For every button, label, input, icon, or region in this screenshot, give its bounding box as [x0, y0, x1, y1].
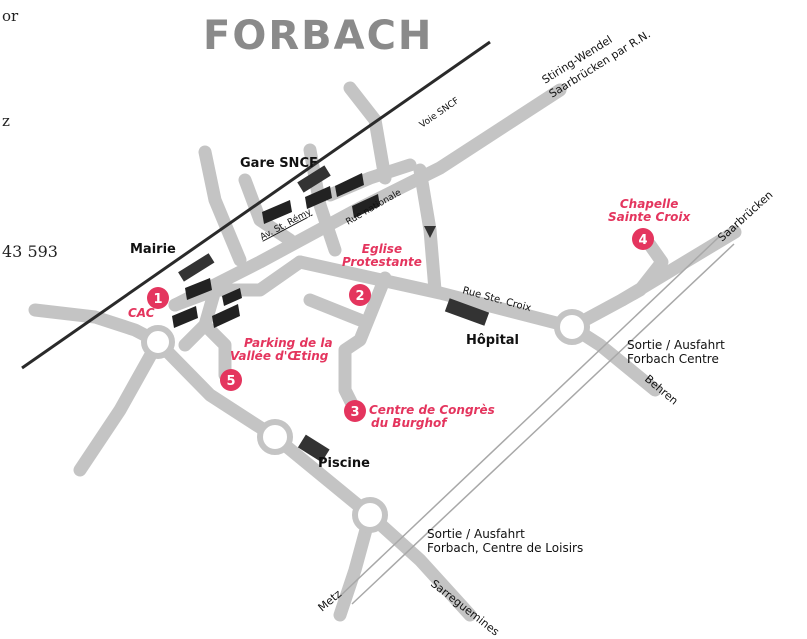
road-north-2 [238, 173, 297, 247]
roundabout-south [257, 419, 293, 455]
poi-name-1-line1: CAC [128, 306, 155, 320]
road-metz [333, 508, 377, 622]
roundabout-ste-croix [554, 309, 590, 345]
label-sortie-loisirs-2: Forbach, Centre de Loisirs [427, 541, 584, 555]
poi-name-2-line1: Eglise [361, 242, 403, 256]
road-congres-2 [303, 293, 367, 327]
building-hopital [444, 298, 490, 326]
poi-marker-5: 5 [220, 369, 242, 391]
poi-name-1: CAC [128, 306, 155, 320]
roundabout-west [141, 325, 175, 359]
poi-marker-3: 3 [344, 400, 366, 422]
road-south [151, 335, 477, 622]
parking-arrow-1 [262, 200, 292, 224]
edge-text-3: 43 593 [2, 242, 58, 261]
building-gare-sncf [297, 165, 331, 193]
label-piscine: Piscine [318, 456, 370, 471]
poi-name-4: Chapelle Sainte Croix [608, 197, 691, 225]
label-hopital: Hôpital [466, 333, 520, 348]
road-mairie-3 [198, 318, 232, 382]
poi-name-2: Eglise Protestante [342, 242, 422, 270]
road-network [28, 81, 742, 622]
label-gare-sncf: Gare SNCF [240, 156, 318, 171]
road-north-1 [198, 145, 247, 267]
parking-arrow-2 [305, 186, 332, 209]
road-north-3 [303, 143, 342, 257]
poi-name-4-line2: Sainte Croix [608, 210, 691, 225]
parking-arrow-6 [172, 306, 198, 328]
roundabouts [141, 309, 590, 533]
poi-name-2-line2: Protestante [342, 255, 422, 270]
motorway-edge-a [337, 235, 721, 599]
poi-name-5-line1: Parking de la [244, 336, 333, 350]
edge-text-1: or [2, 7, 19, 25]
motorway-edge-b [351, 243, 735, 605]
road-southwest [73, 335, 165, 477]
poi-number-3: 3 [350, 405, 359, 420]
road-northeast [343, 81, 392, 185]
building-piscine [297, 434, 330, 463]
label-sortie-centre-1: Sortie / Ausfahrt [627, 338, 725, 352]
parking-arrow-3 [335, 173, 364, 197]
poi-number-1: 1 [153, 292, 162, 307]
label-mairie: Mairie [130, 242, 176, 257]
poi-name-3-line2: du Burghof [371, 416, 447, 431]
motorway [337, 235, 735, 605]
building-mairie [178, 253, 215, 282]
label-sortie-loisirs-1: Sortie / Ausfahrt [427, 527, 525, 541]
poi-name-3: Centre de Congrès du Burghof [369, 403, 495, 431]
label-sarreguemines: Sarreguemines [428, 577, 502, 639]
poi-marker-1: 1 [147, 287, 169, 309]
road-chapelle [615, 238, 669, 307]
poi-name-3-line1: Centre de Congrès [369, 403, 495, 417]
label-saarbrucken: Saarbrücken [715, 188, 775, 244]
map-title: FORBACH [203, 13, 434, 59]
edge-text-2: z [2, 112, 10, 130]
parking-arrow-8 [222, 288, 242, 306]
poi-name-5-line2: Vallée d'Œting [230, 349, 329, 364]
poi-marker-2: 2 [349, 284, 371, 306]
poi-number-2: 2 [355, 289, 364, 304]
direction-arrow [424, 226, 436, 238]
poi-number-5: 5 [226, 374, 235, 389]
poi-marker-4: 4 [632, 228, 654, 250]
label-voie-sncf: Voie SNCF [418, 96, 461, 130]
parking-arrow-4 [352, 194, 380, 218]
parking-arrows [172, 173, 380, 328]
buildings [178, 165, 490, 463]
poi-name-4-line1: Chapelle [619, 197, 679, 211]
poi-markers: 1 2 3 4 5 [147, 228, 654, 422]
poi-number-4: 4 [638, 233, 647, 248]
road-congres [338, 271, 392, 417]
parking-arrow-7 [212, 304, 240, 328]
roundabout-metz [352, 497, 388, 533]
railway-voie-sncf [21, 40, 491, 370]
poi-name-5: Parking de la Vallée d'Œting [230, 336, 333, 364]
parking-arrow-5 [185, 278, 212, 300]
label-sortie-centre-2: Forbach Centre [627, 352, 719, 366]
